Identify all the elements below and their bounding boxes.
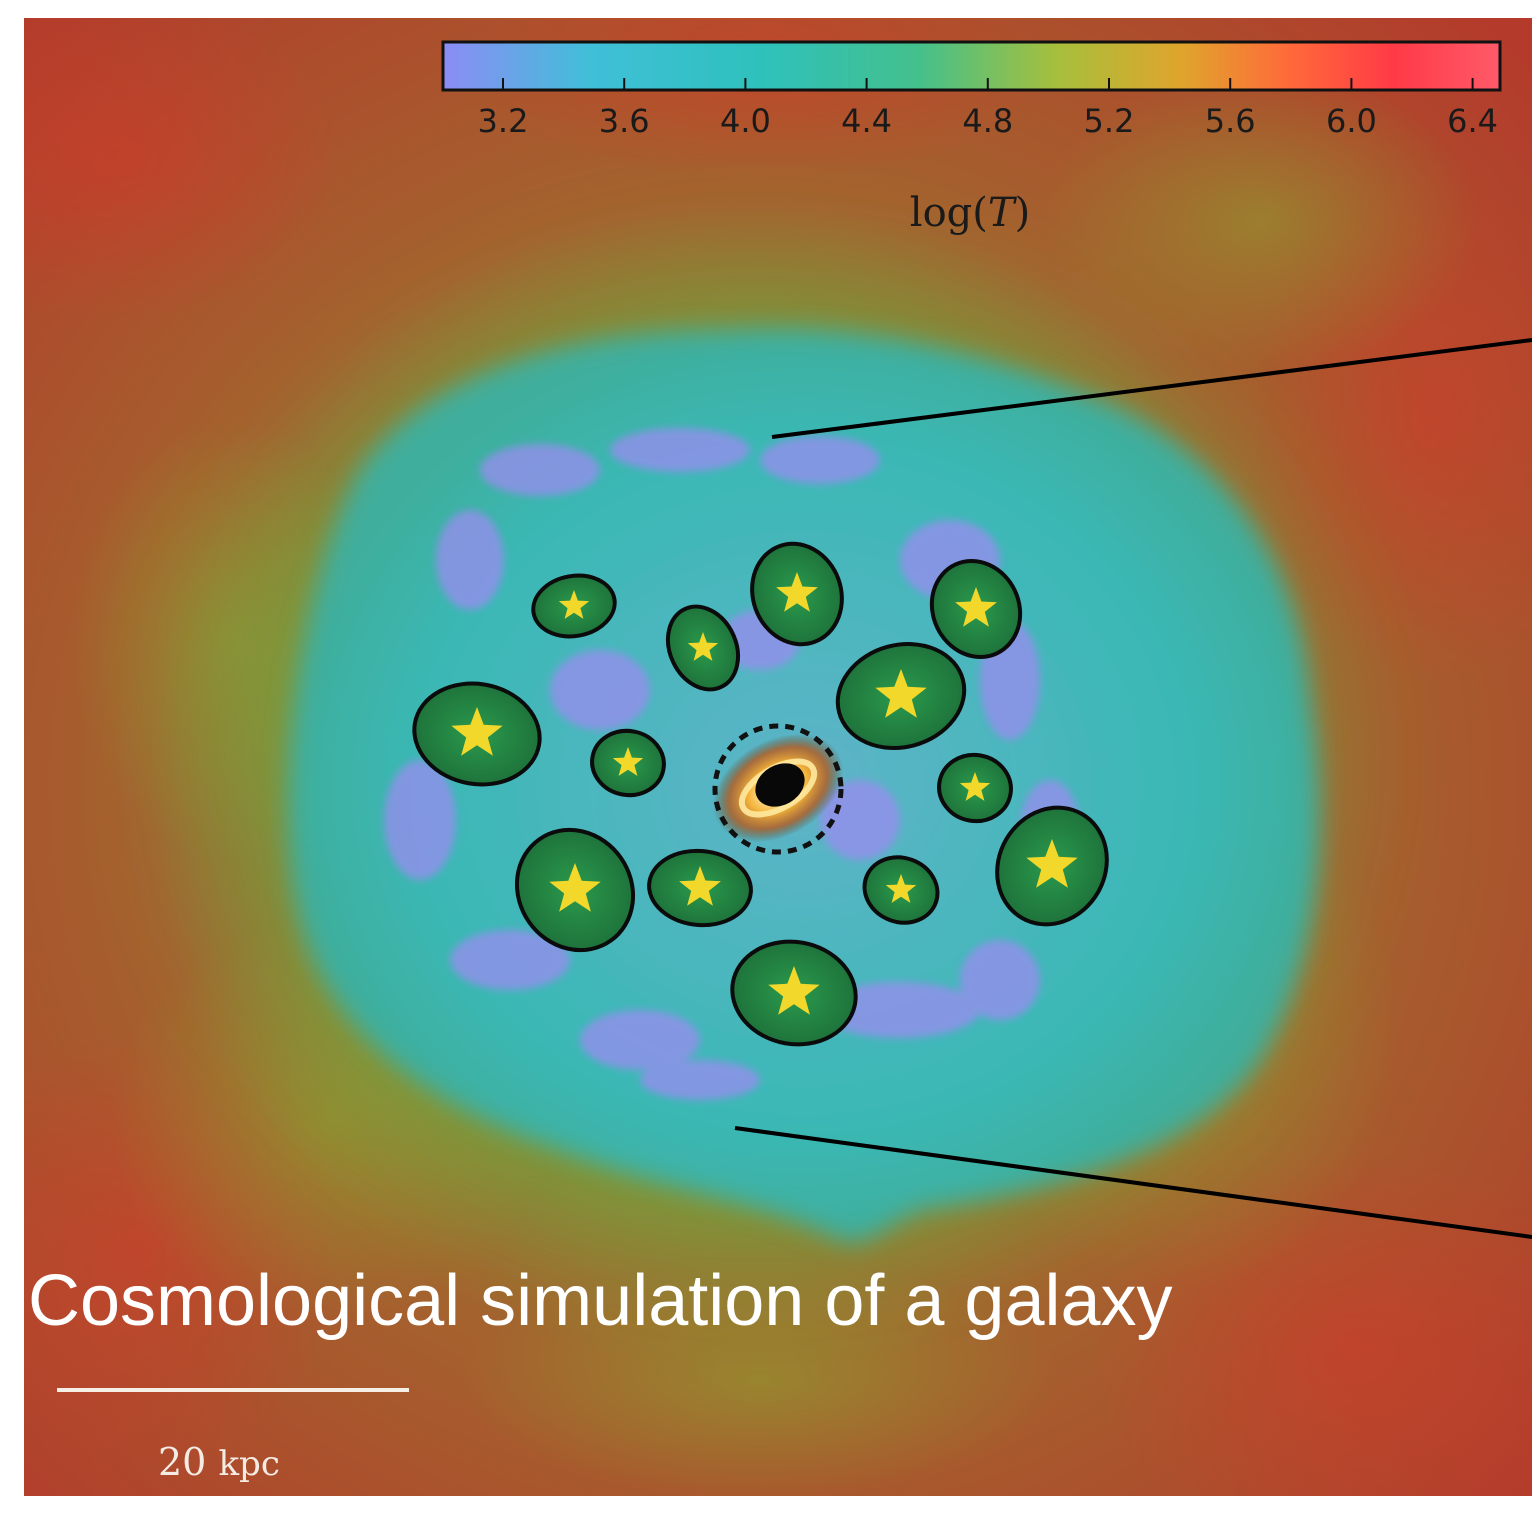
colorbar-tick-label: 6.4 [1447, 102, 1498, 140]
colorbar-tick-label: 3.2 [478, 102, 529, 140]
star-cluster-icon [995, 805, 1109, 927]
star-cluster-icon [929, 559, 1023, 659]
zoom-line-bottom [734, 1126, 1532, 1239]
figure-caption: Cosmological simulation of a galaxy [28, 1261, 1173, 1341]
star-cluster-icon [750, 541, 844, 647]
star-cluster-group [412, 541, 1109, 1047]
black-hole-boundary [712, 723, 844, 855]
colorbar-tick-label: 3.6 [599, 102, 650, 140]
star-cluster-icon [835, 642, 967, 750]
colorbar-tick-label: 5.2 [1084, 102, 1135, 140]
colorbar-tick-label: 5.6 [1205, 102, 1256, 140]
colorbar-title: log(T) [910, 190, 1030, 236]
star-cluster-icon [647, 848, 753, 928]
star-cluster-icon [862, 855, 940, 925]
colorbar-tick-label: 6.0 [1326, 102, 1377, 140]
star-cluster-icon [937, 752, 1013, 824]
star-cluster-icon [531, 573, 617, 639]
star-icon [549, 863, 601, 912]
star-icon [558, 590, 590, 619]
star-icon [875, 669, 927, 718]
star-icon [768, 966, 820, 1015]
star-cluster-icon [730, 939, 858, 1047]
star-icon [612, 747, 644, 776]
colorbar-tick-label: 4.0 [720, 102, 771, 140]
colorbar-gradient [441, 40, 1502, 92]
star-cluster-icon [666, 604, 740, 692]
star-icon [959, 772, 991, 801]
zoom-line-top [771, 338, 1532, 439]
star-icon [1026, 839, 1078, 888]
star-icon [885, 874, 917, 903]
black-hole-icon [712, 723, 844, 855]
star-icon [451, 707, 503, 756]
star-icon [776, 572, 818, 612]
star-cluster-icon [412, 681, 542, 787]
colorbar: 3.2 3.6 4.0 4.4 4.8 5.2 5.6 6.0 6.4 log(T) [441, 40, 1502, 236]
star-icon [955, 587, 997, 627]
scale-bar-label: 20 kpc [158, 1440, 280, 1484]
cold-gas-speckles [384, 428, 1080, 1100]
star-cluster-icon [514, 827, 636, 953]
star-icon [687, 632, 719, 661]
star-cluster-icon [590, 728, 666, 798]
colorbar-tick-label: 4.8 [962, 102, 1013, 140]
star-icon [679, 866, 721, 906]
colorbar-ticks: 3.2 3.6 4.0 4.4 4.8 5.2 5.6 6.0 6.4 [478, 78, 1498, 140]
colorbar-tick-label: 4.4 [841, 102, 892, 140]
